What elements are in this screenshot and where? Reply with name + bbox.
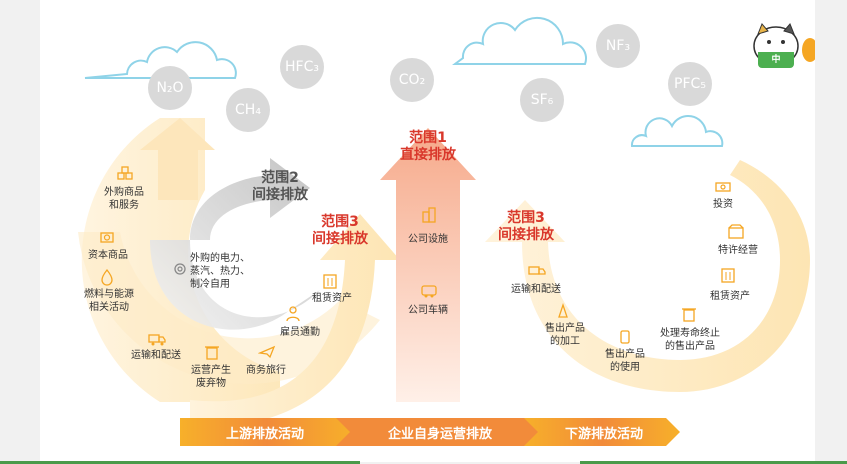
gas-nf3-bubble: NF₃ — [596, 24, 640, 68]
label-commuting: 雇员通勤 — [280, 327, 320, 338]
factory-icon — [422, 207, 436, 223]
label-capital-goods: 资本商品 — [88, 250, 128, 261]
truck-icon — [148, 334, 166, 346]
scope3-right-title: 范围3 间接排放 — [498, 210, 554, 243]
label-processing: 售出产品 的加工 — [545, 323, 585, 347]
scope3-left-title: 范围3 间接排放 — [312, 214, 368, 247]
label-company-facilities: 公司设施 — [408, 234, 448, 245]
label-leased-assets-upstream: 租赁资产 — [312, 293, 352, 304]
gas-sf6-bubble: SF₆ — [520, 78, 564, 122]
bar-own-operations: 企业自身运营排放 — [387, 426, 492, 442]
label-purchased-goods: 外购商品 和服务 — [104, 187, 144, 211]
label-use-of-products: 售出产品 的使用 — [605, 349, 645, 373]
leased-building-icon — [721, 268, 735, 283]
plane-icon — [258, 345, 276, 359]
money-stack-icon — [715, 182, 731, 192]
building-icon — [323, 274, 337, 289]
label-leased-assets-downstream: 租赁资产 — [710, 291, 750, 302]
bottom-accent-left — [0, 461, 360, 464]
gas-hfc-bubble: HFC₃ — [280, 45, 324, 89]
gear-icon — [174, 263, 186, 275]
delivery-truck-icon — [528, 266, 546, 275]
cloud-icon — [84, 16, 724, 147]
capital-goods-icon — [100, 232, 114, 243]
label-investments: 投资 — [713, 199, 733, 210]
label-upstream-transport: 运输和配送 — [131, 350, 181, 361]
label-franchises: 特许经营 — [718, 245, 758, 256]
bar-upstream: 上游排放活动 — [225, 426, 304, 442]
gas-n2o-bubble: N₂O — [148, 66, 192, 110]
label-downstream-transport: 运输和配送 — [511, 284, 561, 295]
processing-icon — [558, 302, 568, 318]
gas-pfc-bubble: PFC₅ — [668, 62, 712, 106]
label-waste: 运营产生 废弃物 — [191, 365, 231, 389]
scope2-title: 范围2 间接排放 — [252, 170, 308, 203]
ghg-scope-diagram: N₂O HFC₃ CH₄ CO₂ SF₆ NF₃ PFC₅ 范围1 直接排放 范… — [40, 0, 815, 462]
label-company-vehicles: 公司车辆 — [408, 305, 448, 316]
commuter-icon — [286, 306, 300, 322]
recycle-bin-icon — [682, 308, 696, 322]
label-business-travel: 商务旅行 — [246, 365, 286, 376]
bus-icon — [421, 285, 437, 298]
gas-ch4-bubble: CH₄ — [226, 88, 270, 132]
gas-co2-bubble: CO₂ — [390, 58, 434, 102]
bar-downstream: 下游排放活动 — [564, 426, 643, 442]
product-use-icon — [620, 330, 630, 344]
cat-mascot-icon — [753, 23, 815, 68]
diagram-background — [78, 16, 810, 446]
scope1-title: 范围1 直接排放 — [400, 130, 456, 163]
franchise-store-icon — [728, 224, 744, 239]
mascot-badge-label: 中 — [771, 55, 781, 65]
label-end-of-life: 处理寿命终止 的售出产品 — [660, 328, 720, 352]
label-purchased-energy: 外购的电力、 蒸汽、热力、 制冷自用 — [190, 253, 250, 290]
trash-icon — [205, 346, 219, 360]
label-fuel-energy: 燃料与能源 相关活动 — [84, 289, 134, 313]
bottom-accent-right — [580, 461, 847, 464]
boxes-icon — [117, 166, 133, 180]
fuel-icon — [101, 268, 113, 286]
